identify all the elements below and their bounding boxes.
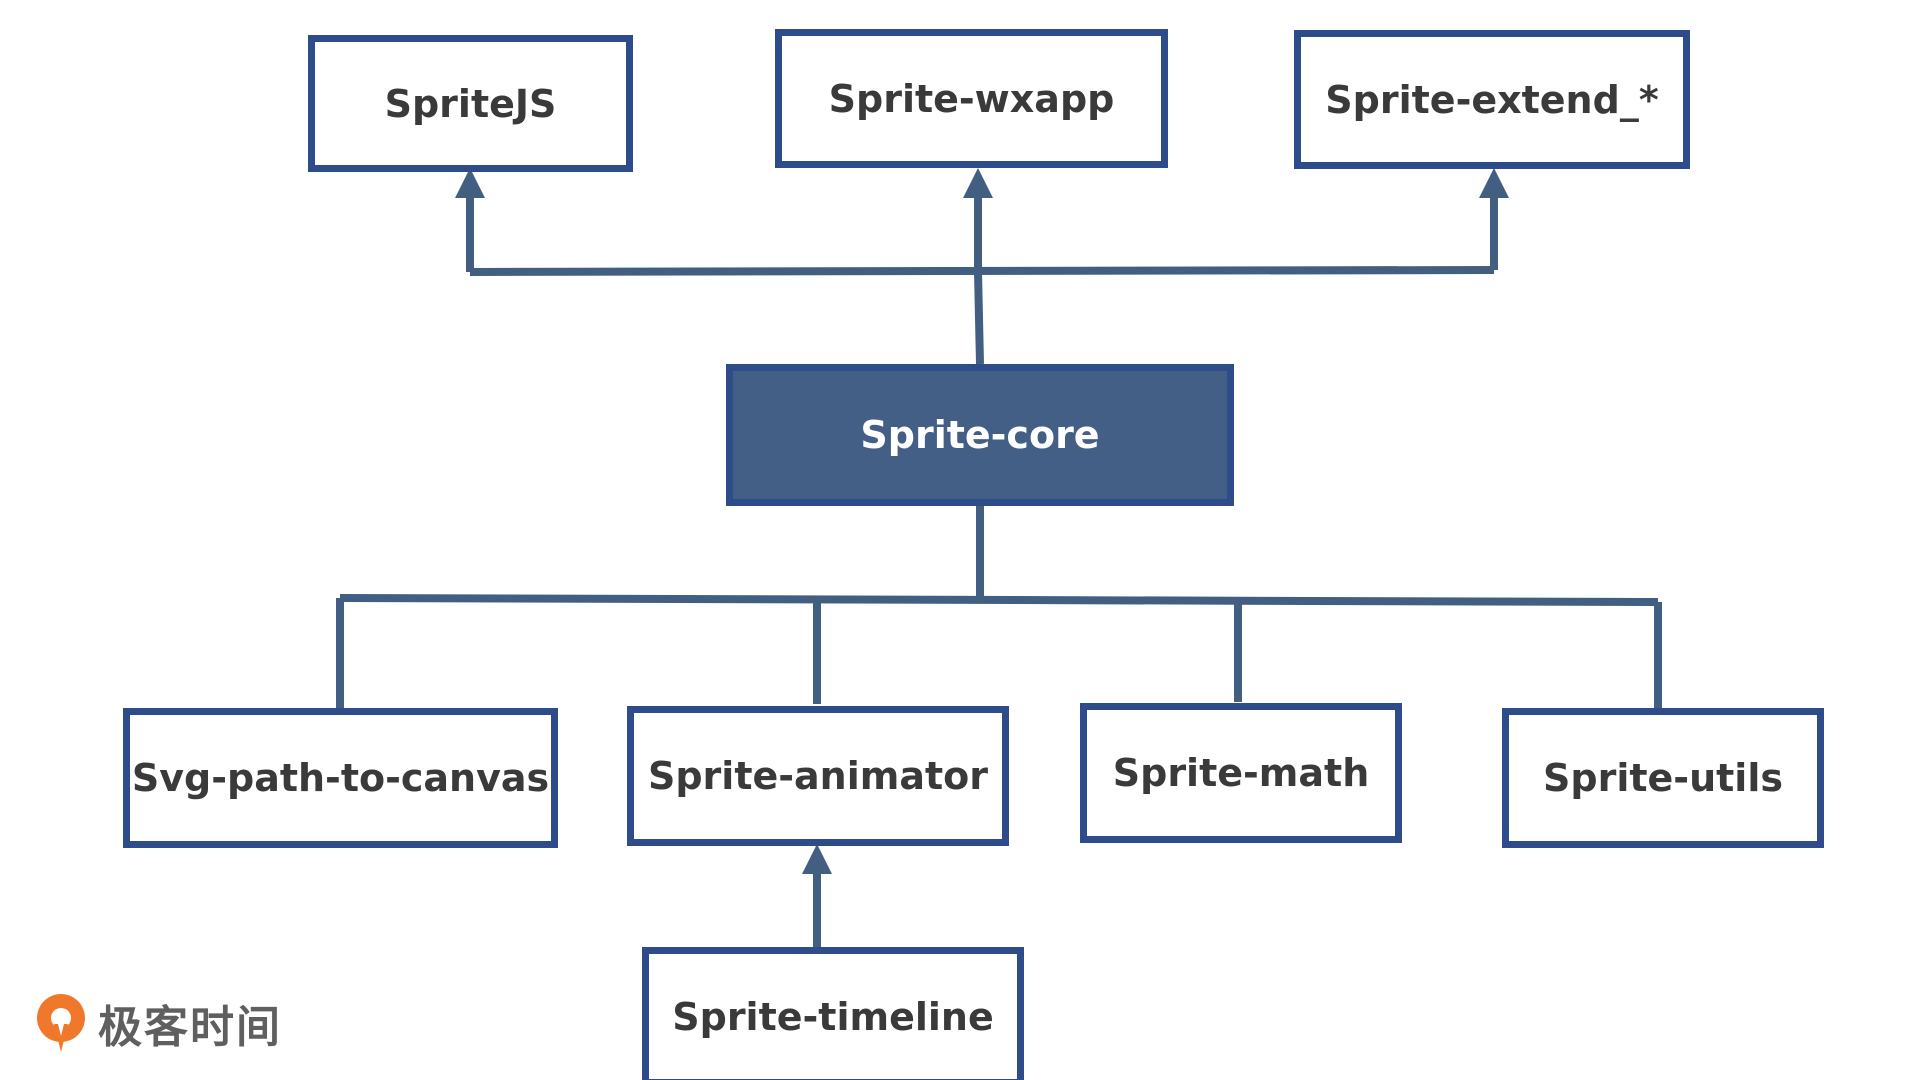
arrowhead-extend	[1479, 168, 1509, 198]
geektime-logo: 极客时间	[32, 990, 282, 1056]
arrowhead-animator	[802, 844, 832, 874]
node-sprite-math-label: Sprite-math	[1112, 751, 1370, 795]
node-spritejs-label: SpriteJS	[384, 81, 557, 126]
node-sprite-core: Sprite-core	[726, 364, 1234, 506]
node-svg-path-to-canvas-label: Svg-path-to-canvas	[131, 756, 550, 800]
node-svg-path-to-canvas: Svg-path-to-canvas	[123, 708, 558, 848]
node-sprite-wxapp: Sprite-wxapp	[775, 29, 1168, 168]
node-sprite-extend: Sprite-extend_*	[1294, 30, 1690, 169]
node-sprite-animator-label: Sprite-animator	[647, 754, 988, 798]
node-sprite-utils-label: Sprite-utils	[1543, 756, 1783, 800]
node-sprite-timeline: Sprite-timeline	[642, 947, 1024, 1080]
node-sprite-utils: Sprite-utils	[1502, 708, 1824, 848]
node-sprite-timeline-label: Sprite-timeline	[672, 994, 994, 1039]
node-spritejs: SpriteJS	[308, 35, 633, 172]
geektime-logo-icon	[37, 994, 85, 1052]
node-sprite-math: Sprite-math	[1080, 703, 1402, 843]
node-sprite-animator: Sprite-animator	[627, 706, 1009, 846]
connector-lower-bus	[339, 594, 1659, 606]
arrowhead-wxapp	[963, 168, 993, 198]
node-sprite-extend-label: Sprite-extend_*	[1325, 77, 1659, 122]
connector-core-to-upper-bus	[974, 271, 984, 365]
node-sprite-core-label: Sprite-core	[860, 413, 1100, 457]
node-sprite-wxapp-label: Sprite-wxapp	[828, 76, 1115, 121]
arrowhead-spritejs	[455, 168, 485, 198]
geektime-logo-text: 极客时间	[98, 1002, 282, 1053]
